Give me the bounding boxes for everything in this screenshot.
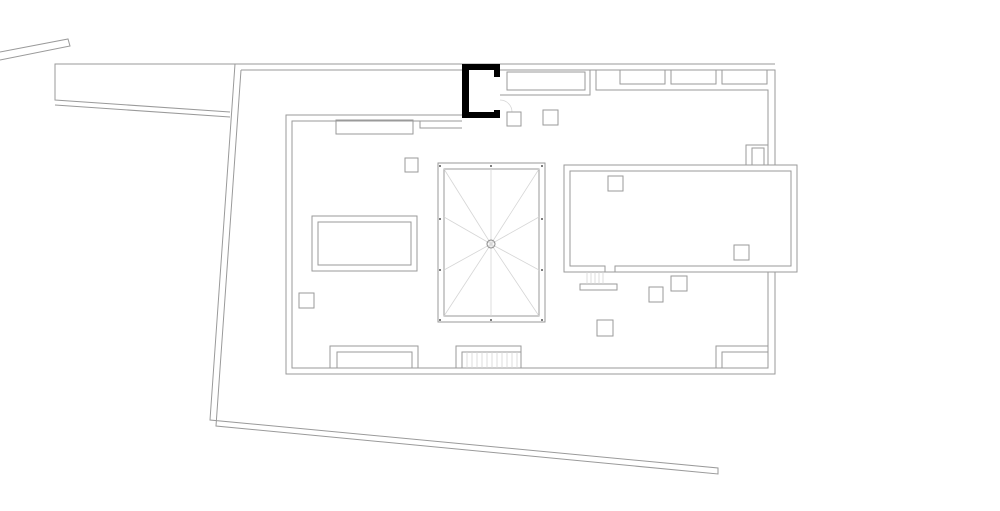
stairs-right	[579, 272, 618, 291]
bench	[329, 345, 419, 368]
bench	[335, 119, 414, 135]
skylight	[437, 162, 546, 323]
door-swing	[499, 99, 513, 113]
roof-vents	[298, 109, 750, 337]
roof-volume	[563, 164, 798, 273]
site-wall-top-left-diagonal	[0, 38, 71, 61]
planter	[619, 69, 666, 85]
site-wall-left	[54, 63, 775, 475]
stairs-bottom	[455, 345, 522, 369]
core-wall	[462, 64, 500, 118]
bench	[721, 351, 769, 369]
planter	[721, 69, 768, 85]
pool	[311, 215, 418, 272]
bench	[336, 351, 413, 369]
building-outline	[285, 114, 776, 375]
planter	[670, 69, 717, 85]
terrace-outline	[241, 69, 776, 166]
